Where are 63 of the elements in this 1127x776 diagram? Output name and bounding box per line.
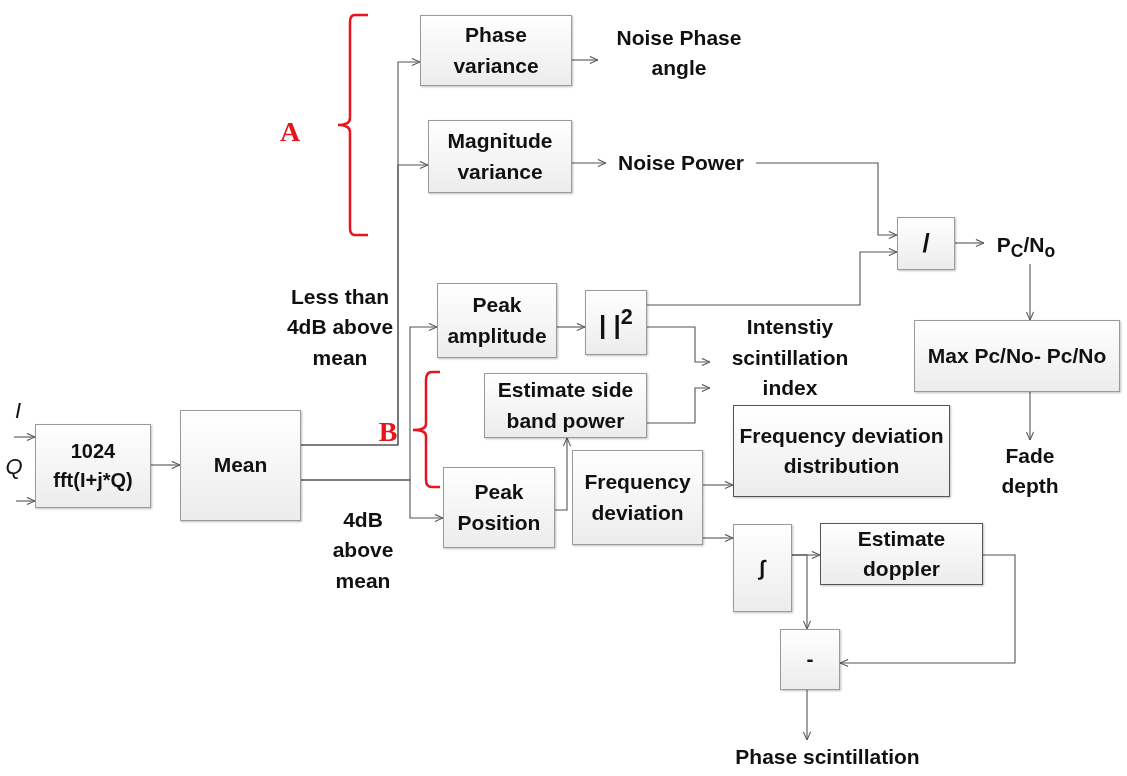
arrow (13, 432, 36, 442)
process-box (428, 120, 572, 193)
process-box (780, 629, 840, 690)
process-box (733, 524, 792, 612)
output-text: Fade depth (985, 440, 1075, 502)
branch-label: Less than 4dB above mean (285, 284, 395, 371)
process-box (35, 424, 151, 508)
box-label: Frequency deviation distribution (738, 422, 945, 479)
arrow (646, 326, 711, 367)
input-label: I (13, 400, 23, 422)
box-label: Max Pc/No- Pc/No (927, 342, 1107, 369)
box-label: - (806, 646, 814, 673)
output-text: P$_{C}$/N$_{o}$ (984, 230, 1068, 264)
output-text: Noise Power (606, 146, 756, 180)
arrow (300, 479, 444, 523)
box-label: / (922, 226, 930, 260)
process-box (820, 523, 983, 585)
arrow (839, 554, 1016, 668)
arrow (702, 533, 734, 543)
arrow (755, 162, 898, 240)
arrow (1025, 391, 1035, 441)
process-box (420, 15, 572, 86)
arrow (554, 437, 572, 511)
arrow (571, 158, 607, 168)
process-box (437, 283, 557, 358)
arrow (646, 247, 898, 306)
arrow (150, 460, 181, 470)
arrow (802, 689, 812, 741)
output-text: Phase scintillation (715, 740, 940, 774)
box-label: Estimate doppler (856, 525, 947, 582)
box-label: Peak amplitude (446, 292, 548, 349)
arrow (556, 322, 586, 332)
box-label: Phase variance (452, 22, 540, 79)
process-box (484, 373, 647, 438)
arrow (1025, 263, 1035, 321)
output-text: Intenstiy scintillation index (710, 312, 870, 404)
box-label: ∫ (759, 554, 766, 582)
arrow (300, 160, 429, 446)
process-box (733, 405, 950, 497)
arrow (646, 383, 711, 424)
box-label: Mean (213, 452, 268, 479)
arrow (571, 55, 599, 65)
process-box (585, 290, 647, 355)
box-label: Estimate side band power (496, 377, 635, 434)
arrow (15, 496, 36, 506)
input-label: Q (4, 456, 24, 478)
process-box (914, 320, 1120, 392)
box-label: Peak Position (456, 479, 542, 536)
arrow (791, 554, 812, 630)
process-box (180, 410, 301, 521)
arrow (702, 480, 734, 490)
box-label: Frequency deviation (583, 469, 692, 526)
process-box (897, 217, 955, 270)
group-letter: A (278, 115, 302, 149)
box-label: | |$^{2}$ (599, 302, 633, 342)
output-text: Noise Phase angle (598, 20, 760, 86)
branch-label: 4dB above mean (331, 507, 395, 594)
process-box (572, 450, 703, 545)
box-label: 1024 fft(I+j*Q) (52, 439, 134, 493)
group-letter: B (377, 415, 399, 449)
box-label: Magnitude variance (446, 128, 554, 185)
process-box (443, 467, 555, 548)
arrow (954, 238, 985, 248)
